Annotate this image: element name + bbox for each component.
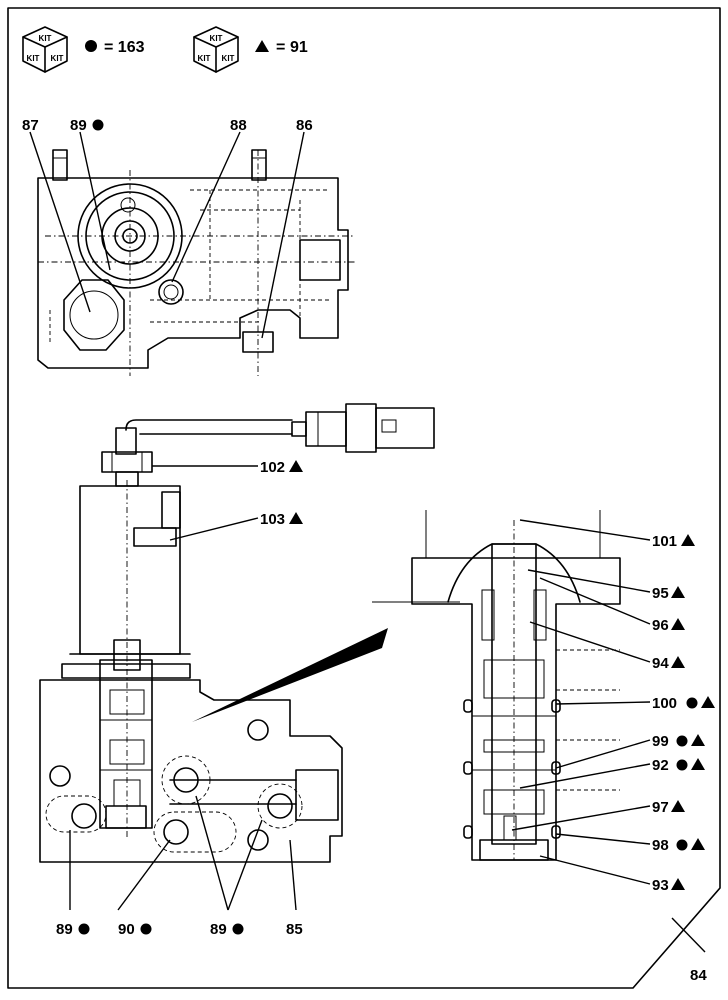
kit-label-left: KIT [198, 54, 211, 63]
filled-triangle-icon [671, 800, 685, 812]
filled-triangle-icon [671, 586, 685, 598]
callout-98: 98 [652, 837, 669, 854]
callout-103: 103 [260, 511, 285, 528]
callout-95: 95 [652, 585, 669, 602]
callout-93: 93 [652, 877, 669, 894]
callout-100: 100 [652, 695, 677, 712]
callout-94: 94 [652, 655, 669, 672]
callout-96: 96 [652, 617, 669, 634]
callout-89-top: 89 [70, 117, 87, 134]
filled-triangle-icon [691, 734, 705, 746]
filled-circle-icon [676, 759, 688, 771]
triangle-kit-count: 91 [290, 39, 308, 56]
callout-99: 99 [652, 733, 669, 750]
filled-circle-icon [686, 697, 698, 709]
callout-86: 86 [296, 117, 313, 134]
filled-triangle-icon [681, 534, 695, 546]
page-border [7, 7, 721, 989]
equals-sign: = [276, 39, 285, 56]
callout-84: 84 [690, 967, 707, 984]
section-view-cartridge [372, 510, 621, 861]
filled-triangle-icon [691, 758, 705, 770]
kit-label-right: KIT [51, 54, 64, 63]
kit-box-icon: KIT KIT KIT [22, 26, 68, 73]
callout-88: 88 [230, 117, 247, 134]
filled-circle-icon [85, 40, 97, 52]
kit-label-top: KIT [39, 34, 52, 43]
leader-lines [29, 131, 651, 911]
solenoid-valve-assembly [39, 403, 435, 863]
section-pointer-wedge [192, 628, 388, 722]
filled-circle-icon [232, 923, 244, 935]
callout-101: 101 [652, 533, 677, 550]
callout-85: 85 [286, 921, 303, 938]
filled-circle-icon [676, 735, 688, 747]
callout-89-bottom-left: 89 [56, 921, 73, 938]
circle-kit-count: = 163 [104, 39, 145, 56]
filled-circle-icon [676, 839, 688, 851]
callout-92: 92 [652, 757, 669, 774]
filled-circle-icon [140, 923, 152, 935]
kit-label-top: KIT [210, 34, 223, 43]
filled-triangle-icon [701, 696, 715, 708]
kit-label-right: KIT [222, 54, 235, 63]
filled-triangle-icon [289, 460, 303, 472]
filled-triangle-icon [289, 512, 303, 524]
callout-90: 90 [118, 921, 135, 938]
kit-box-icon: KIT KIT KIT [193, 26, 239, 73]
kit-label-left: KIT [27, 54, 40, 63]
filled-triangle-icon [691, 838, 705, 850]
filled-triangle-icon [671, 878, 685, 890]
page-number-leader [671, 917, 706, 953]
callout-102: 102 [260, 459, 285, 476]
callout-89-bottom-right: 89 [210, 921, 227, 938]
callout-97: 97 [652, 799, 669, 816]
filled-triangle-icon [671, 656, 685, 668]
filled-circle-icon [78, 923, 90, 935]
callout-87: 87 [22, 117, 39, 134]
top-view-valve-body [37, 149, 355, 376]
filled-triangle-icon [671, 618, 685, 630]
filled-triangle-icon [255, 40, 269, 52]
filled-circle-icon [92, 119, 104, 131]
